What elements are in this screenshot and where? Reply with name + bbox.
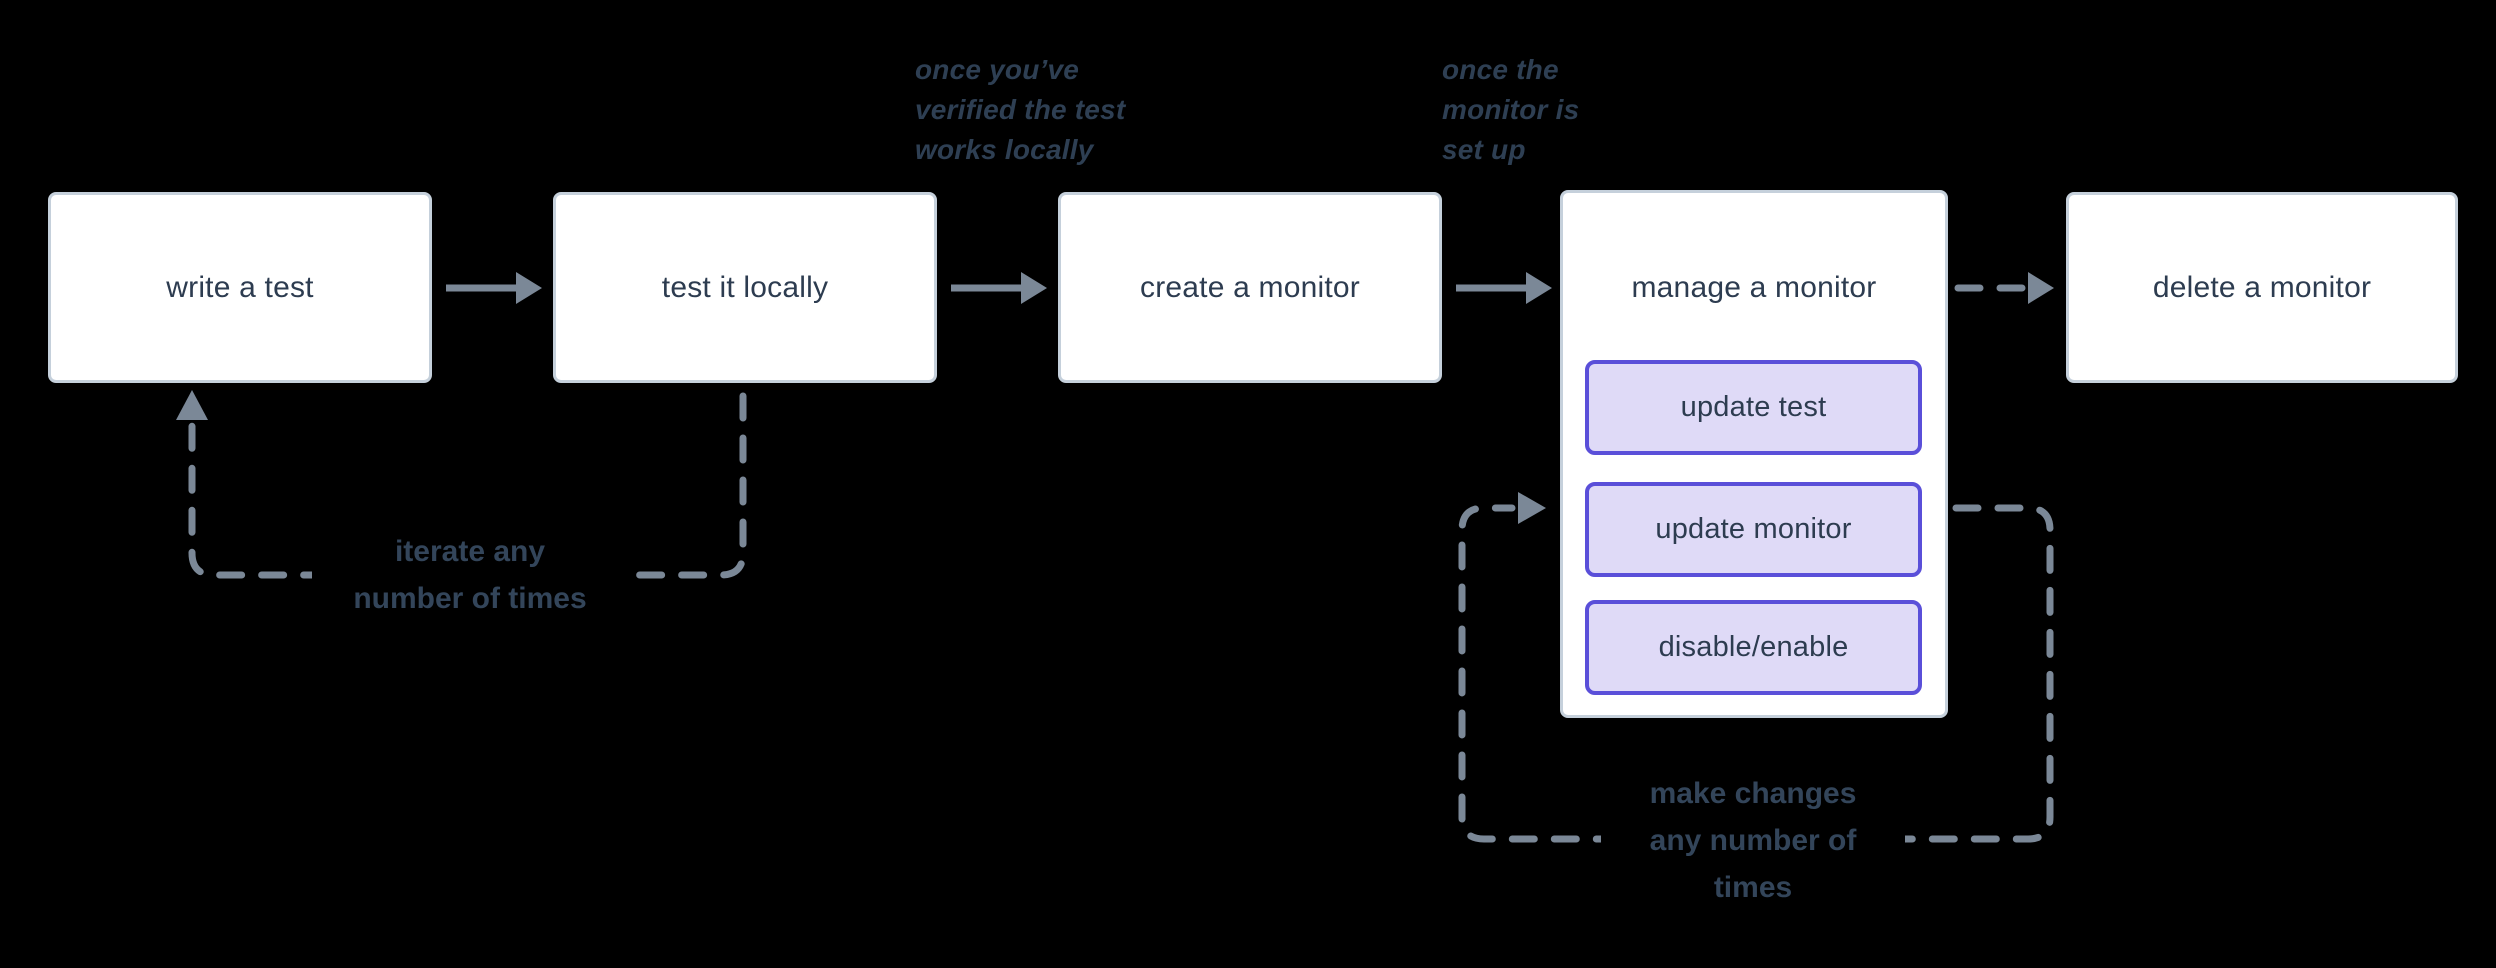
loop-label-line: number of times — [353, 582, 587, 615]
annotation-line: once you’ve — [915, 54, 1080, 85]
loop-label-line: iterate any — [394, 535, 546, 568]
subaction-label: disable/enable — [1658, 631, 1849, 663]
make-changes-loop-arrow — [1458, 492, 2054, 843]
loop-label-line: any number of — [1649, 824, 1857, 857]
arrowhead-up-icon — [176, 390, 208, 420]
subaction-update-monitor: update monitor — [1585, 482, 1922, 577]
annotation-once-verified: once you’ve verified the test works loca… — [915, 50, 1125, 170]
annotation-line: verified the test — [915, 94, 1126, 125]
node-label: test it locally — [661, 270, 829, 304]
subaction-update-test: update test — [1585, 360, 1922, 455]
annotation-line: works locally — [915, 134, 1094, 165]
arrow-create-to-manage — [1456, 272, 1552, 304]
node-create-a-monitor: create a monitor — [1058, 192, 1442, 383]
subaction-label: update monitor — [1655, 513, 1852, 545]
arrow-test-to-create — [951, 272, 1047, 304]
node-label: manage a monitor — [1631, 271, 1877, 304]
subaction-label: update test — [1680, 391, 1827, 423]
node-label: delete a monitor — [2152, 270, 2372, 304]
node-manage-a-monitor: manage a monitor update test update moni… — [1560, 190, 1948, 718]
make-changes-loop-label: make changes any number of times — [1601, 770, 1905, 911]
arrowhead-right-icon — [1526, 272, 1552, 304]
annotation-line: set up — [1442, 134, 1526, 165]
arrowhead-right-icon — [1021, 272, 1047, 304]
loop-label-line: make changes — [1649, 777, 1857, 810]
subaction-disable-enable: disable/enable — [1585, 600, 1922, 695]
arrowhead-right-icon — [516, 272, 542, 304]
annotation-line: monitor is — [1442, 94, 1580, 125]
node-label: write a test — [166, 270, 314, 304]
loop-label-line: times — [1713, 871, 1793, 904]
iterate-loop-label: iterate any number of times — [312, 528, 628, 622]
node-delete-a-monitor: delete a monitor — [2066, 192, 2458, 383]
arrowhead-right-icon — [2028, 272, 2054, 304]
annotation-line: once the — [1442, 54, 1559, 85]
arrow-manage-to-delete-dashed — [1954, 272, 2054, 304]
annotation-once-set-up: once the monitor is set up — [1442, 50, 1579, 170]
node-test-it-locally: test it locally — [553, 192, 937, 383]
iterate-loop-arrow — [176, 390, 747, 579]
arrowhead-right-icon — [1518, 492, 1546, 524]
node-label: create a monitor — [1140, 270, 1360, 304]
arrow-write-to-test — [446, 272, 542, 304]
node-write-a-test: write a test — [48, 192, 432, 383]
